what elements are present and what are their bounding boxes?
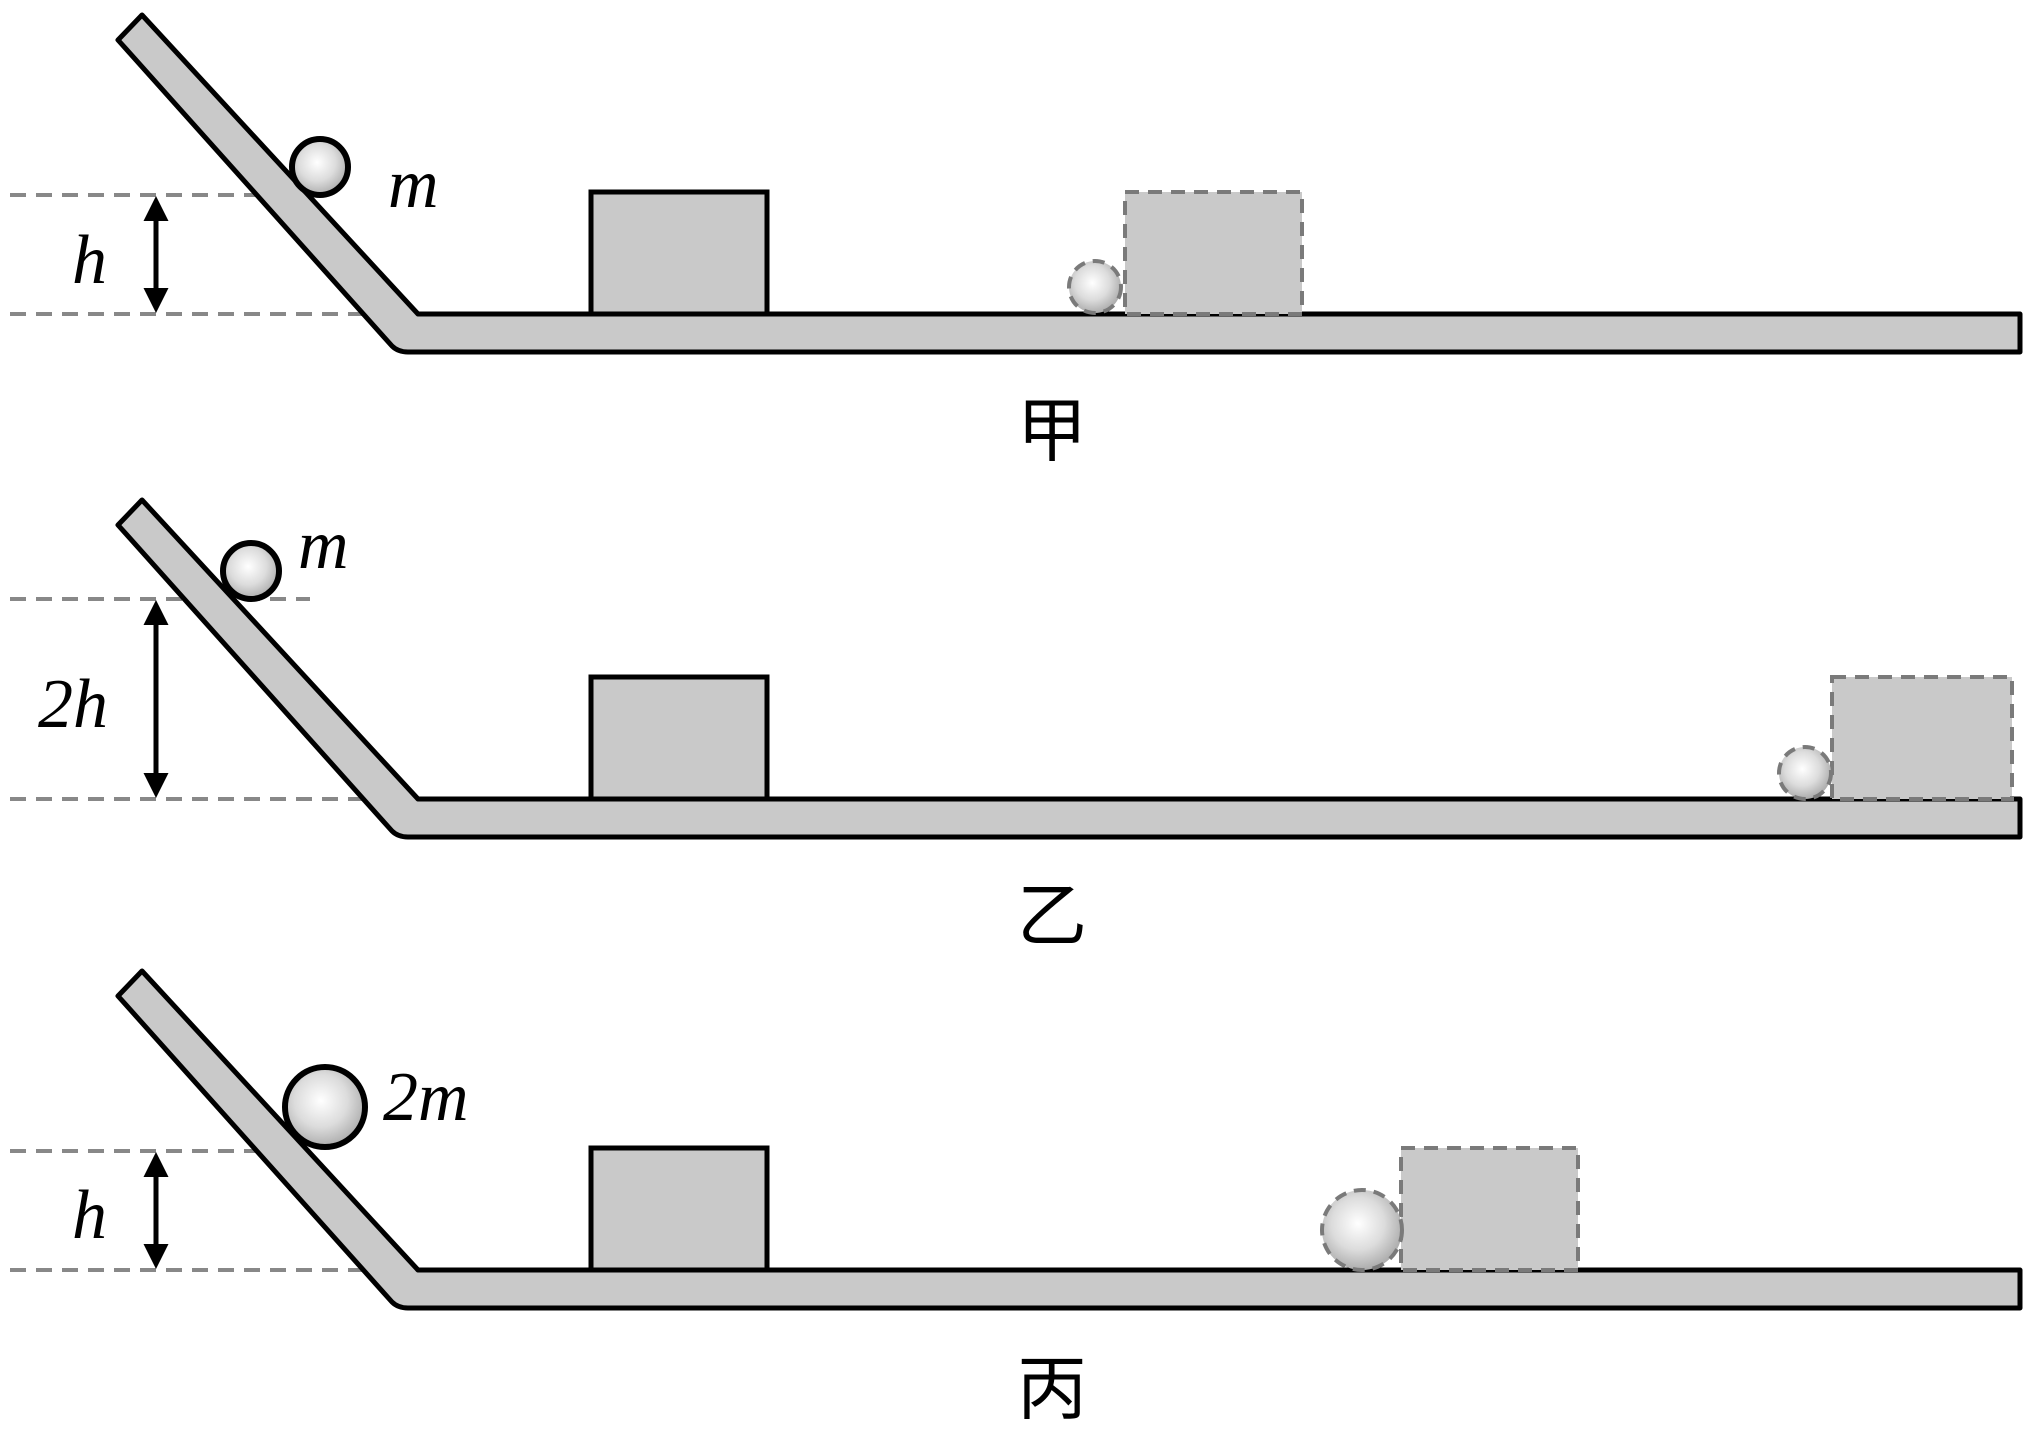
panel-caption: 甲	[1017, 390, 1087, 472]
ball-final-position	[1067, 259, 1123, 315]
ramp-track	[115, 968, 2023, 1311]
height-label: h	[72, 222, 107, 299]
block	[588, 674, 770, 802]
height-label: 2h	[38, 666, 108, 743]
panel-jia: h m 甲	[10, 12, 2023, 472]
height-label: h	[72, 1177, 107, 1254]
ball-final-position	[1320, 1188, 1404, 1272]
panel-caption: 乙	[1017, 875, 1087, 957]
panel-caption: 丙	[1017, 1348, 1087, 1430]
ball	[289, 136, 351, 198]
block-final-position	[1123, 190, 1304, 316]
block	[588, 1145, 770, 1273]
block	[588, 189, 770, 317]
panel-yi: 2h m 乙	[10, 497, 2023, 957]
panel-bing: h 2m 丙	[10, 968, 2023, 1430]
ball-final-position	[1777, 745, 1833, 801]
ramp-track	[115, 497, 2023, 840]
block-final-position	[1399, 1146, 1580, 1272]
mass-label: 2m	[383, 1059, 469, 1136]
ball	[282, 1064, 368, 1150]
mass-label: m	[388, 146, 439, 223]
mass-label: m	[298, 507, 349, 584]
ramp-track	[115, 12, 2023, 355]
ball	[220, 540, 282, 602]
block-final-position	[1830, 675, 2014, 801]
